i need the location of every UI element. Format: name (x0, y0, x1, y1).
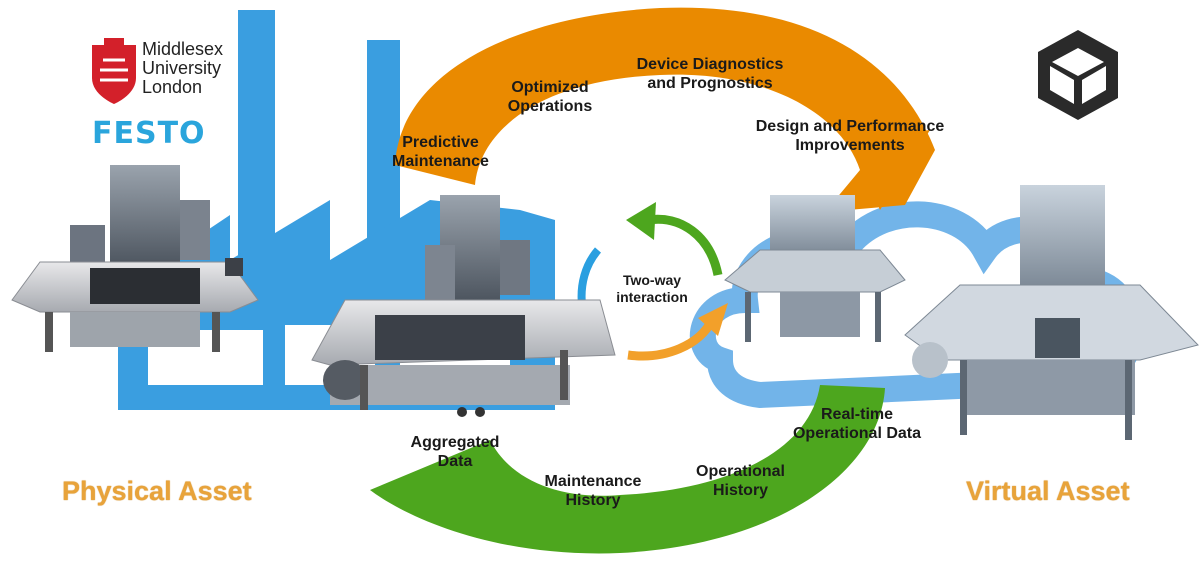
virtual-asset-model-2 (904, 185, 1199, 440)
two-way-label: Two-way interaction (616, 272, 688, 305)
top-orange-arrow (395, 7, 935, 213)
bottom-label-realtime: Real-time Operational Data (792, 406, 922, 443)
university-name: Middlesex University London (142, 39, 224, 97)
virtual-asset-model-1 (724, 195, 906, 342)
bottom-label-aggregated: Aggregated Data (410, 434, 500, 471)
bottom-label-operational: Operational History (696, 463, 785, 500)
top-label-optimized: Optimized Operations (507, 79, 593, 116)
bottom-label-maintenance: Maintenance History (544, 473, 642, 510)
physical-asset-machine-2 (311, 195, 616, 417)
top-label-predictive: Predictive Maintenance (392, 134, 489, 171)
physical-asset-title: Physical Asset (62, 476, 252, 506)
virtual-asset-title: Virtual Asset (966, 476, 1130, 506)
top-label-design: Design and Performance Improvements (755, 118, 945, 155)
top-orange-arrow-head (850, 130, 930, 210)
bottom-green-arrow (370, 385, 885, 554)
top-label-diagnostics: Device Diagnostics and Prognostics (636, 56, 784, 93)
festo-logo: FESTO (92, 116, 206, 151)
unity-icon (1038, 30, 1118, 120)
middlesex-shield-icon (92, 38, 136, 104)
center-cycle (577, 202, 728, 361)
physical-asset-machine-1 (11, 165, 259, 352)
